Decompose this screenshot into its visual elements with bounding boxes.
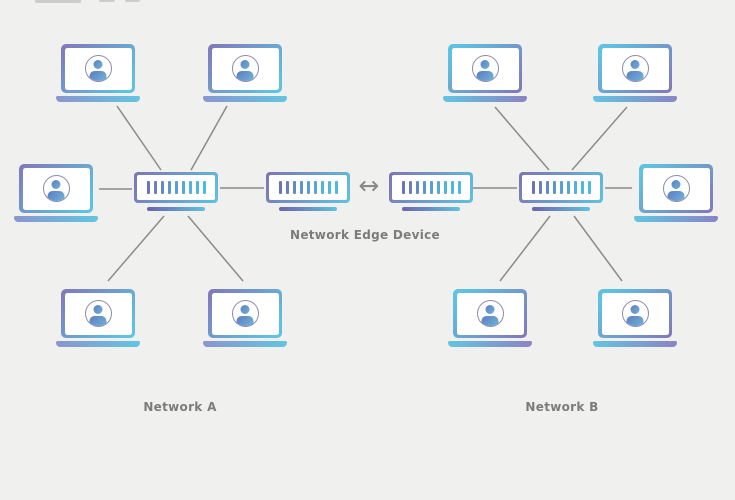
laptop-base (634, 216, 718, 222)
network-a-laptop-top-left (56, 44, 140, 102)
laptop-screen (598, 44, 672, 93)
network-a-switch-icon (134, 172, 218, 212)
user-avatar-icon (662, 175, 690, 202)
edge-device-right-icon (389, 172, 473, 212)
laptop-base (593, 96, 677, 102)
user-avatar-icon (84, 55, 112, 82)
user-avatar-icon (42, 175, 70, 202)
laptop-screen (208, 44, 282, 93)
network-a-laptop-bottom-right (203, 289, 287, 347)
network-b-laptop-bottom-right (593, 289, 677, 347)
network-b-switch-icon (519, 172, 603, 212)
user-avatar-icon (231, 300, 259, 327)
laptop-base (14, 216, 98, 222)
network-a-label: Network A (143, 400, 217, 414)
cropped-artifact (99, 0, 115, 2)
laptop-screen (598, 289, 672, 338)
laptop-screen (453, 289, 527, 338)
user-avatar-icon (471, 55, 499, 82)
network-b-label: Network B (525, 400, 599, 414)
laptop-base (443, 96, 527, 102)
laptop-base (448, 341, 532, 347)
laptop-screen (19, 164, 93, 213)
user-avatar-icon (476, 300, 504, 327)
network-b-laptop-top-right (593, 44, 677, 102)
laptop-base (203, 341, 287, 347)
laptop-screen (208, 289, 282, 338)
network-b-laptop-right (634, 164, 718, 222)
network-b-laptop-top-left (443, 44, 527, 102)
laptop-screen (448, 44, 522, 93)
laptop-base (203, 96, 287, 102)
network-a-laptop-left (14, 164, 98, 222)
laptop-screen (61, 44, 135, 93)
user-avatar-icon (84, 300, 112, 327)
user-avatar-icon (621, 55, 649, 82)
laptop-base (56, 96, 140, 102)
cropped-artifact (125, 0, 140, 2)
edge-device-label: Network Edge Device (289, 228, 440, 242)
network-b-laptop-bottom-left (448, 289, 532, 347)
bidirectional-arrow-icon: ↔ (358, 171, 380, 200)
network-a-laptop-bottom-left (56, 289, 140, 347)
laptop-screen (61, 289, 135, 338)
laptop-base (56, 341, 140, 347)
user-avatar-icon (231, 55, 259, 82)
edge-device-left-icon (266, 172, 350, 212)
laptop-screen (639, 164, 713, 213)
network-a-laptop-top-right (203, 44, 287, 102)
user-avatar-icon (621, 300, 649, 327)
laptop-base (593, 341, 677, 347)
cropped-artifact (35, 0, 81, 3)
